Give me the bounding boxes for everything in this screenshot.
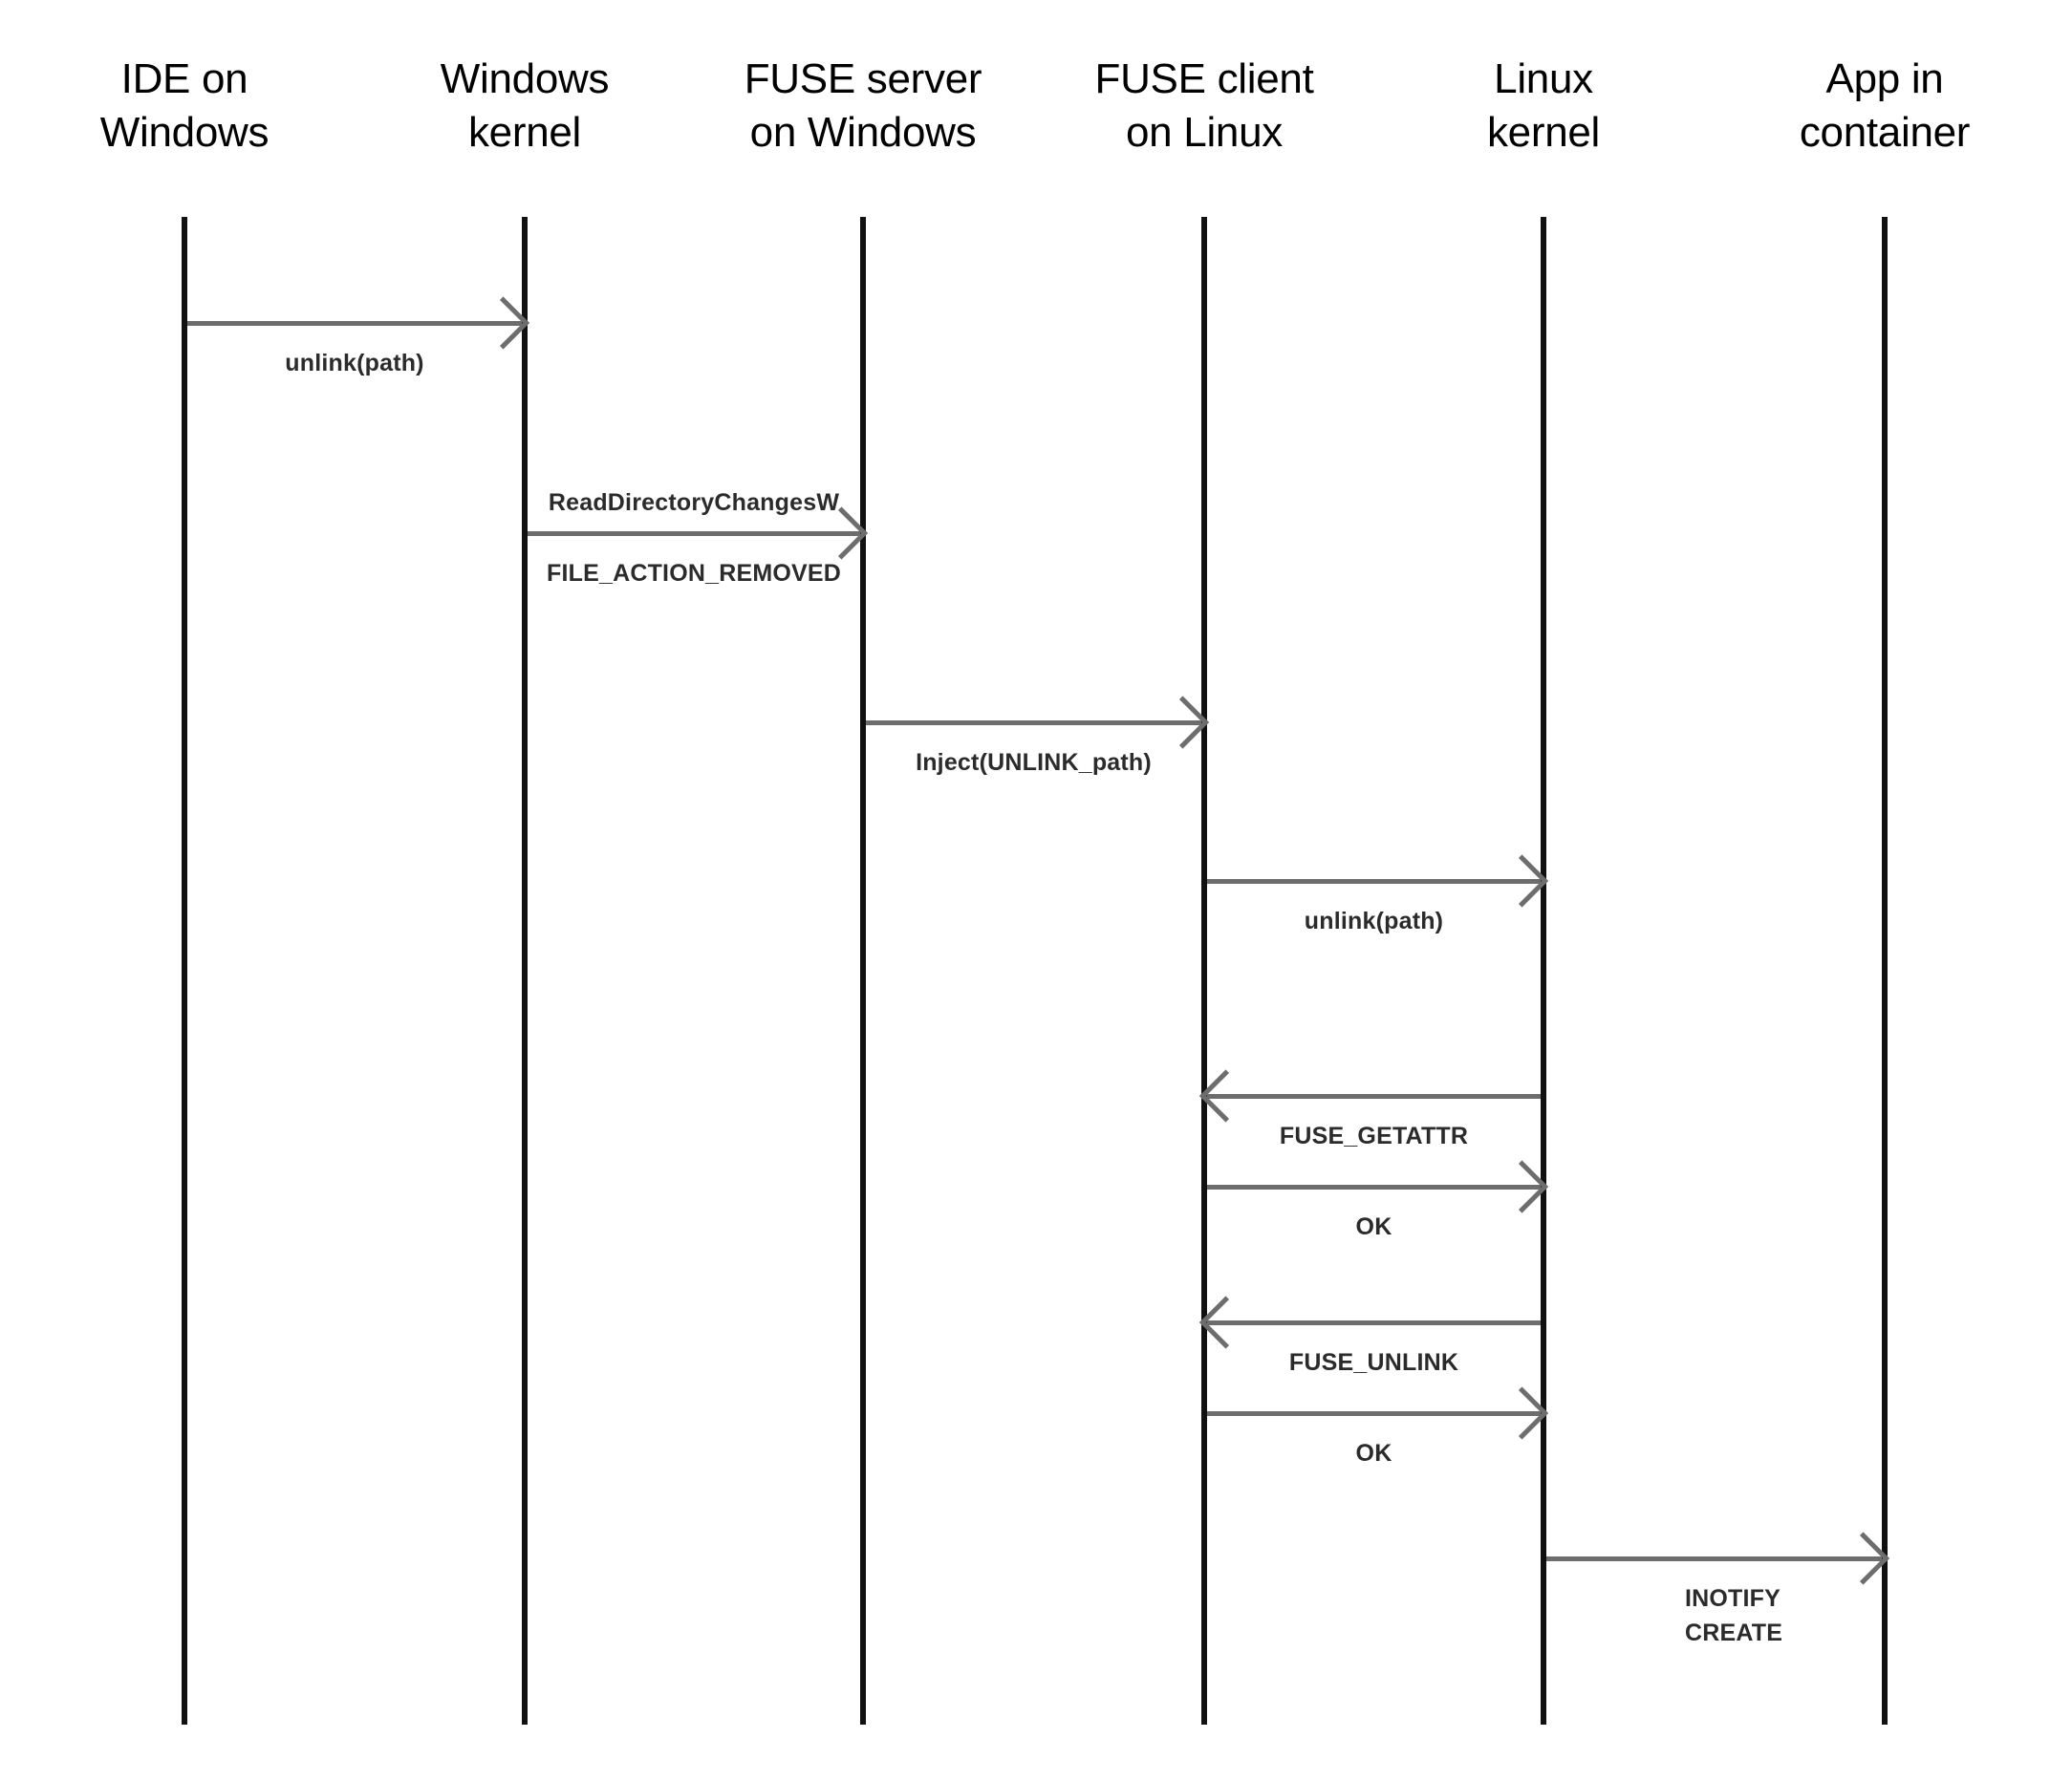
message-label-fuse-getattr-ok: OK (1355, 1213, 1392, 1240)
message-label-unlink-client-to-linuxkernel: unlink(path) (1304, 908, 1444, 934)
message-line-unlink-client-to-linuxkernel (1207, 879, 1541, 884)
lifeline-fuse-client-linux (1201, 217, 1207, 1725)
message-label-unlink-ide-to-winkernel: unlink(path) (285, 350, 424, 376)
lifeline-header-linux-kernel: Linux kernel (1486, 55, 1601, 157)
message-line-readdirectorychangesw (528, 531, 860, 536)
message-line-fuse-getattr (1207, 1094, 1541, 1099)
message-label-fuse-unlink: FUSE_UNLINK (1288, 1349, 1459, 1376)
message-label-fuse-unlink-ok: OK (1355, 1440, 1392, 1467)
message-line-inject-unlink-path (866, 720, 1201, 725)
message-line-unlink-ide-to-winkernel (187, 321, 522, 326)
lifeline-header-fuse-server-windows: FUSE server on Windows (744, 55, 982, 157)
arrow-head-fuse-getattr (1198, 1069, 1253, 1123)
lifeline-app-in-container (1882, 217, 1888, 1725)
message-label-fuse-getattr: FUSE_GETATTR (1279, 1123, 1469, 1149)
message-line-fuse-unlink (1207, 1320, 1541, 1325)
message-line-inotify-create (1546, 1556, 1882, 1561)
lifeline-fuse-server-windows (860, 217, 866, 1725)
lifeline-ide-on-windows (182, 217, 187, 1725)
message-label-readdirectorychangesw: FILE_ACTION_REMOVED (547, 560, 841, 587)
lifeline-windows-kernel (522, 217, 528, 1725)
lifeline-header-app-in-container: App in container (1799, 55, 1971, 157)
message-label-inject-unlink-path: Inject(UNLINK_path) (916, 749, 1152, 776)
message-label-above-readdirectorychangesw: ReadDirectoryChangesW (548, 489, 840, 516)
lifeline-header-fuse-client-linux: FUSE client on Linux (1094, 55, 1314, 157)
lifeline-linux-kernel (1541, 217, 1546, 1725)
lifeline-header-ide-on-windows: IDE on Windows (99, 55, 270, 157)
message-line-fuse-unlink-ok (1207, 1411, 1541, 1416)
lifeline-header-windows-kernel: Windows kernel (440, 55, 610, 157)
arrow-head-fuse-unlink (1198, 1296, 1253, 1349)
message-label-inotify-create: INOTIFY CREATE (1685, 1585, 1783, 1647)
message-line-fuse-getattr-ok (1207, 1185, 1541, 1190)
